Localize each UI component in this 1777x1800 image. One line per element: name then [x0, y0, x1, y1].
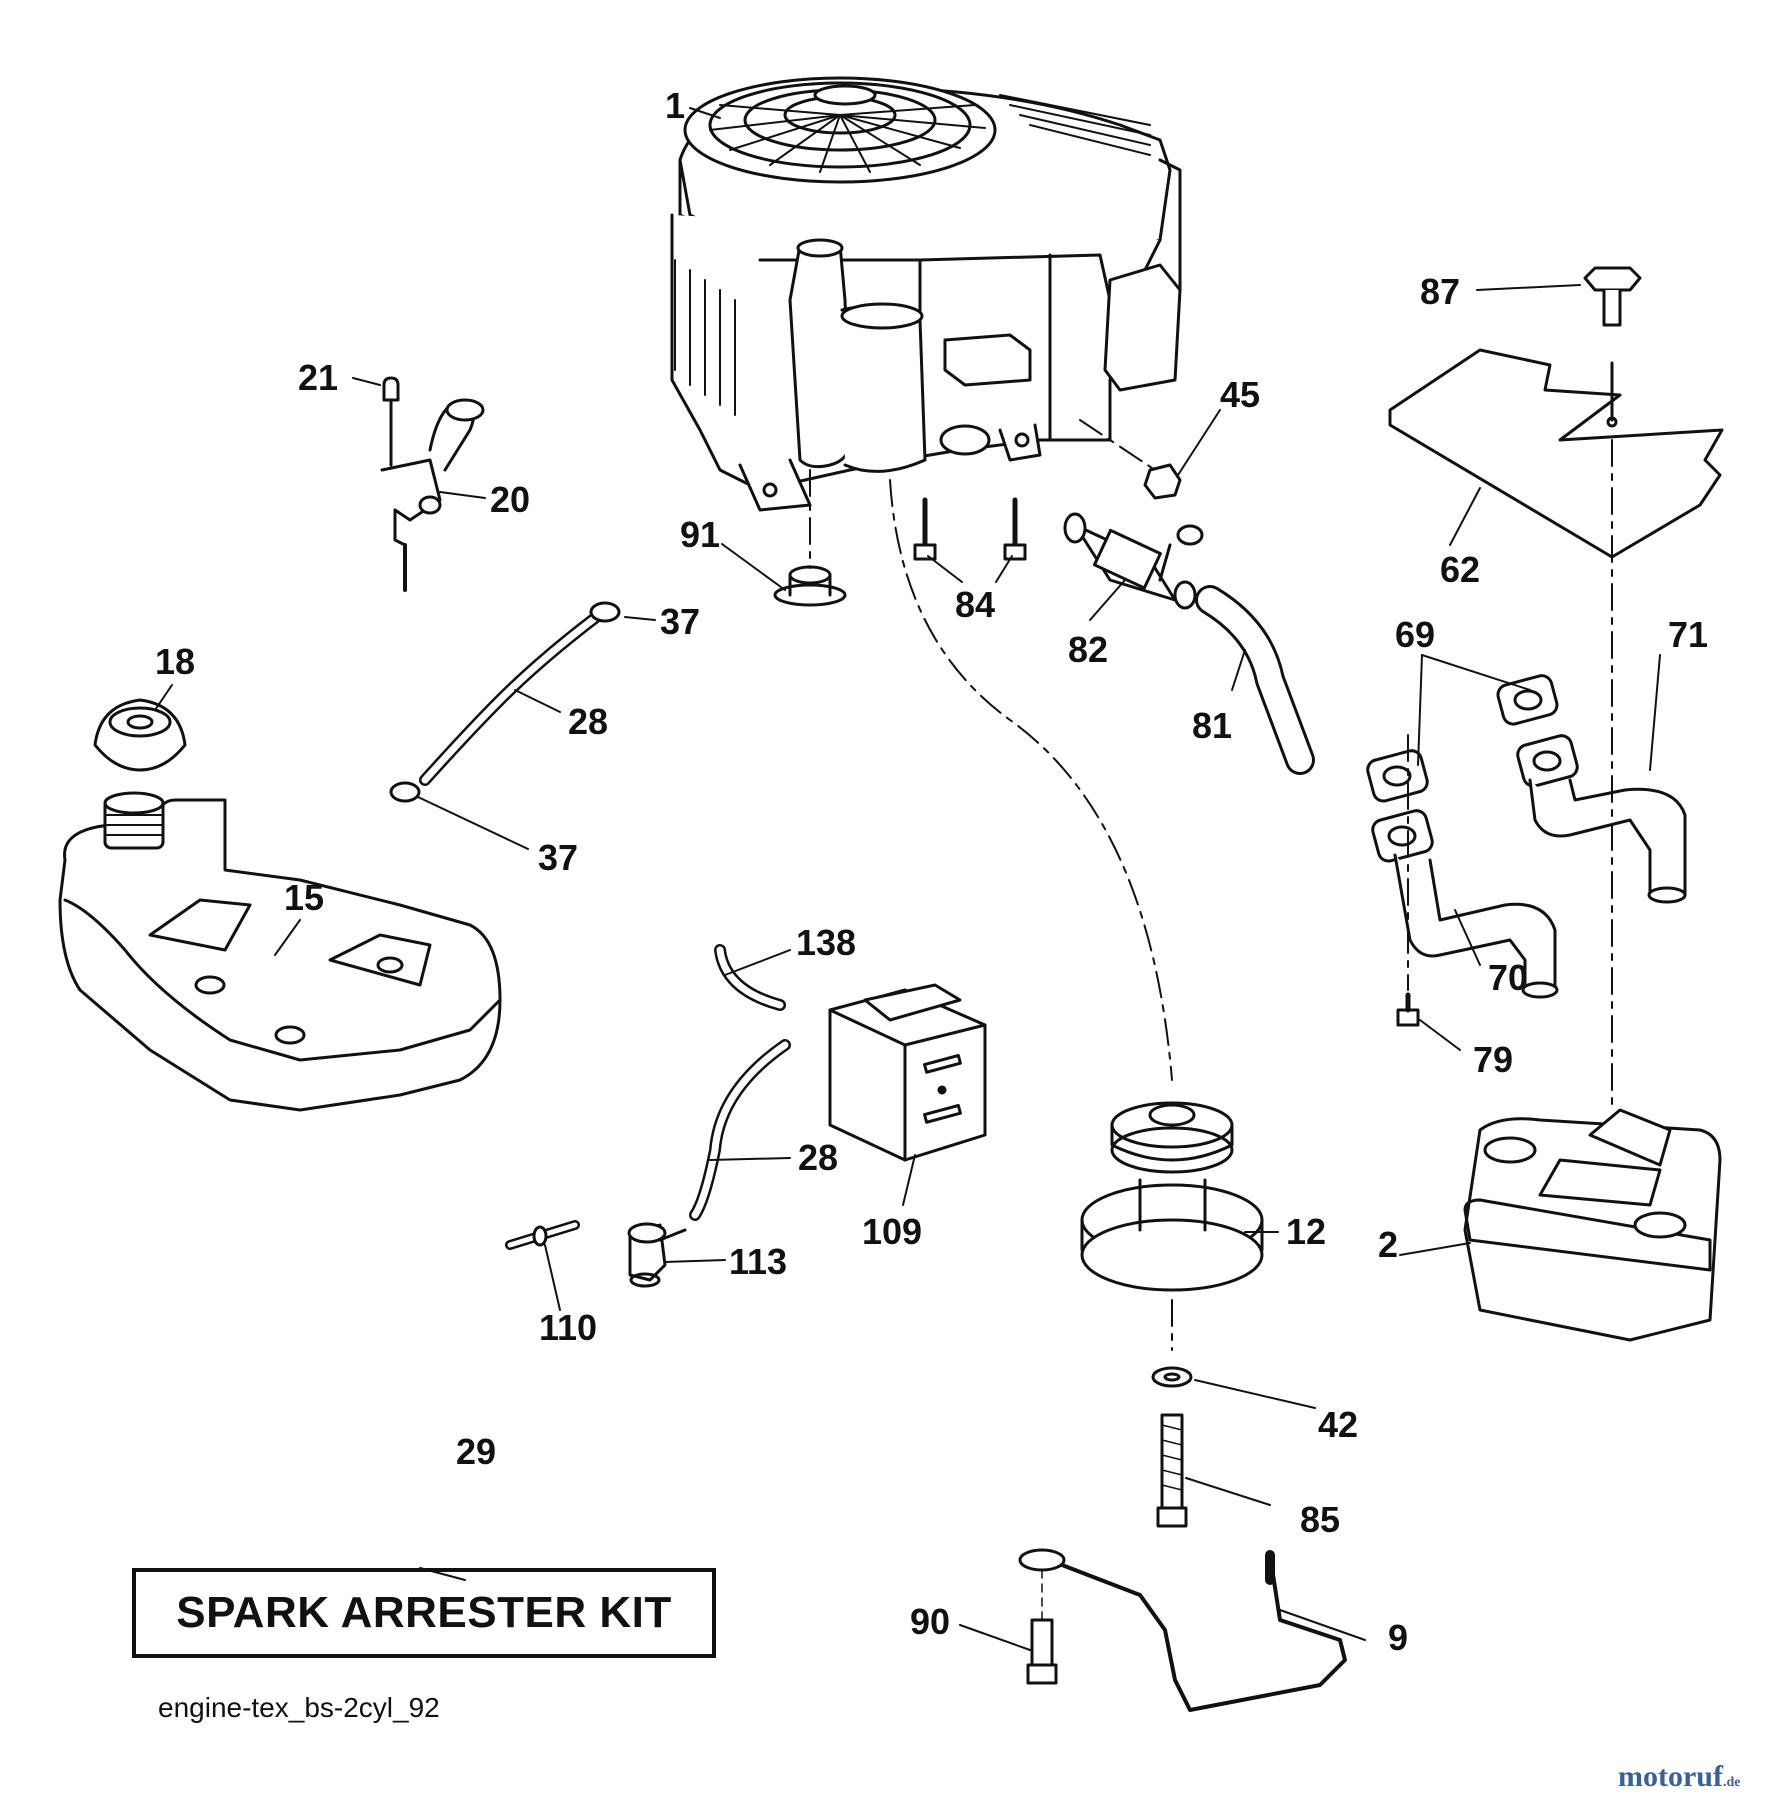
callout-18: 18 [154, 641, 196, 682]
callout-28-lower: 28 [797, 1137, 839, 1178]
callout-91: 91 [679, 514, 721, 555]
callout-90: 90 [909, 1601, 951, 1642]
callout-70: 70 [1487, 957, 1529, 998]
fuel-hose-lower-illustration [689, 1039, 791, 1221]
callout-85: 85 [1299, 1499, 1341, 1540]
callout-15: 15 [283, 877, 325, 918]
assembly-lines [809, 419, 1613, 1351]
pulley-illustration [1080, 1101, 1264, 1292]
callout-12: 12 [1285, 1211, 1327, 1252]
spark-arrester-kit-label: SPARK ARRESTER KIT [176, 1588, 672, 1637]
callout-71: 71 [1667, 614, 1709, 655]
callout-1: 1 [664, 85, 686, 126]
nut-45-illustration [1143, 463, 1182, 500]
exhaust-pipes-illustration [1371, 734, 1687, 999]
leader-lines [154, 107, 1661, 1651]
callout-28-upper: 28 [567, 701, 609, 742]
callout-21: 21 [297, 357, 339, 398]
callout-45: 45 [1219, 374, 1261, 415]
callout-9: 9 [1387, 1617, 1409, 1658]
fuel-hose-upper-illustration [389, 601, 621, 803]
callout-29: 29 [455, 1431, 497, 1472]
heat-shield-illustration [1388, 348, 1724, 559]
bolt-85-illustration [1156, 1413, 1188, 1528]
gaskets-69-illustration [1366, 674, 1559, 803]
motoruf-watermark: motoruf.de [1618, 1760, 1740, 1794]
valve-113-illustration [627, 1222, 687, 1288]
callout-138: 138 [795, 922, 857, 963]
engine-illustration [670, 76, 1182, 512]
callout-37-upper: 37 [659, 601, 701, 642]
callout-109: 109 [861, 1211, 923, 1252]
washer-42-illustration [1151, 1366, 1193, 1388]
callout-110: 110 [538, 1307, 598, 1348]
grommet-illustration [773, 565, 847, 607]
fuel-filter-illustration [1063, 512, 1204, 610]
callout-79: 79 [1472, 1039, 1514, 1080]
callout-84: 84 [954, 584, 996, 625]
fitting-110-illustration [505, 1220, 580, 1250]
spark-arrester-kit-box: SPARK ARRESTER KIT [132, 1568, 716, 1658]
bolt-90-illustration [1026, 1569, 1058, 1685]
hose-138-illustration [714, 944, 786, 1011]
watermark-name: motoruf [1618, 1760, 1723, 1793]
canister-illustration [828, 983, 987, 1162]
callout-87: 87 [1419, 271, 1461, 312]
callout-42: 42 [1317, 1404, 1359, 1445]
callout-113: 113 [728, 1241, 788, 1282]
watermark-tld: .de [1722, 1775, 1741, 1790]
diagram-id-label: engine-tex_bs-2cyl_92 [158, 1692, 440, 1723]
callout-69: 69 [1394, 614, 1436, 655]
callout-81: 81 [1191, 705, 1233, 746]
rod-9-illustration [1018, 1548, 1347, 1712]
callout-82: 82 [1067, 629, 1109, 670]
callout-20: 20 [489, 479, 531, 520]
fuel-hose-81-illustration [1195, 585, 1315, 775]
muffler-illustration [1463, 1108, 1722, 1342]
callout-37-lower: 37 [537, 837, 579, 878]
callout-62: 62 [1439, 549, 1481, 590]
callout-2: 2 [1377, 1224, 1399, 1265]
bolt-79-illustration [1396, 992, 1420, 1027]
fuel-tank-illustration [58, 698, 502, 1112]
bolts-84-illustration [913, 497, 1027, 561]
knob-87-illustration [1583, 266, 1642, 327]
throttle-bracket-illustration [380, 376, 485, 592]
